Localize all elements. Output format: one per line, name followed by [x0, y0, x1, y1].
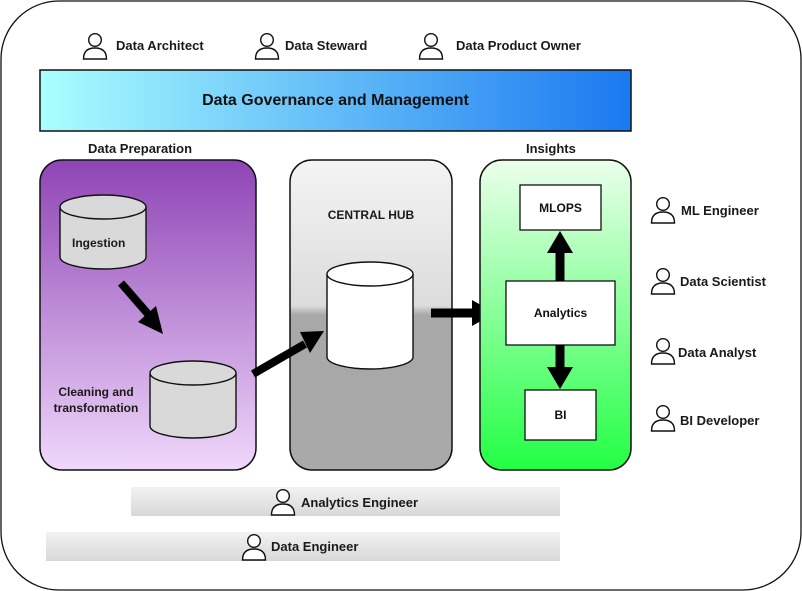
role-label-ml-engineer: ML Engineer: [681, 203, 759, 218]
role-label-data-steward: Data Steward: [285, 38, 368, 53]
arrow-cleaning-to-hub: [251, 331, 324, 378]
role-label-data-architect: Data Architect: [116, 38, 204, 53]
arrow-analytics-to-bi: [547, 345, 573, 389]
data-preparation-title: Data Preparation: [88, 141, 193, 156]
bi-label: BI: [554, 408, 567, 422]
arrow-ingestion-to-cleaning: [117, 280, 163, 334]
analytics-box: [505, 280, 616, 346]
data-engineer-bar: [46, 532, 560, 561]
insights-title: Insights: [526, 141, 576, 156]
central-hub-title: CENTRAL HUB: [327, 208, 415, 222]
analytics-engineer-label: Analytics Engineer: [301, 495, 419, 510]
cleaning-label: Cleaning and transformation: [53, 385, 139, 415]
role-label-data-scientist: Data Scientist: [680, 274, 766, 289]
role-label-data-product-owner: Data Product Owner: [456, 38, 581, 53]
role-label-data-analyst: Data Analyst: [678, 345, 757, 360]
governance-banner-title: Data Governance and Management: [202, 91, 469, 109]
arrow-analytics-to-mlops: [547, 231, 573, 281]
ingestion-cylinder: [59, 194, 147, 270]
role-label-bi-developer: BI Developer: [680, 413, 760, 428]
mlops-box: [519, 184, 602, 231]
analytics-engineer-bar: [131, 487, 560, 516]
governance-banner: [39, 69, 632, 132]
analytics-label: Analytics: [533, 306, 588, 320]
cleaning-cylinder: [149, 360, 237, 439]
ingestion-label: Ingestion: [72, 236, 126, 250]
bi-box: [524, 389, 597, 441]
data-engineer-label: Data Engineer: [271, 539, 359, 554]
mlops-label: MLOPS: [539, 200, 582, 215]
hub-cylinder: [326, 261, 414, 370]
